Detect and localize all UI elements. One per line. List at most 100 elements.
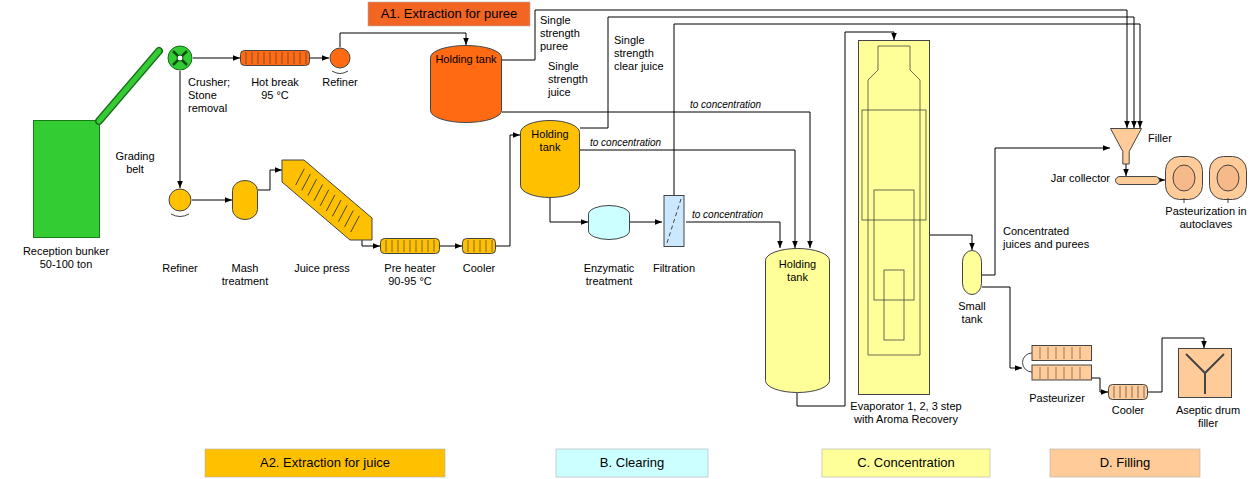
crusher: Crusher; Stone removal bbox=[167, 45, 193, 71]
shape-detail bbox=[345, 211, 354, 227]
shape-detail bbox=[1048, 367, 1049, 379]
heat-exchanger: Pre heater 90-95 °C bbox=[380, 238, 440, 254]
flow-arrow bbox=[362, 240, 380, 246]
small-tank: Small tank bbox=[962, 250, 982, 295]
shape-detail bbox=[246, 52, 247, 64]
shape-detail bbox=[434, 240, 435, 252]
pasteurizer: Pasteurizer bbox=[1022, 345, 1092, 387]
flow-label: to concentration bbox=[690, 99, 765, 111]
shape-detail bbox=[326, 195, 335, 211]
shape-detail bbox=[99, 51, 159, 121]
equipment-shape bbox=[1110, 128, 1142, 164]
flow-label: Single strength puree bbox=[540, 14, 600, 53]
note-label: Concentrated juices and purees bbox=[1003, 225, 1098, 251]
equipment-shape bbox=[1178, 348, 1232, 398]
shape-detail bbox=[1048, 347, 1049, 359]
shape-detail bbox=[320, 190, 329, 206]
filter: Filtration bbox=[662, 195, 686, 247]
equipment-label: Refiner bbox=[315, 76, 365, 89]
equipment-shape bbox=[329, 47, 351, 69]
shape-detail bbox=[480, 240, 481, 252]
shape-detail bbox=[314, 184, 323, 200]
equipment-label: Pre heater 90-95 °C bbox=[378, 262, 442, 288]
flow-arrow bbox=[192, 200, 232, 201]
shape-detail bbox=[1120, 386, 1121, 398]
shape-detail bbox=[264, 52, 265, 64]
flow-label: Single strength clear juice bbox=[614, 34, 670, 73]
shape-detail bbox=[392, 240, 393, 252]
shape-detail bbox=[306, 52, 307, 64]
shape-detail bbox=[288, 52, 289, 64]
shape-detail bbox=[1126, 386, 1127, 398]
shape-detail bbox=[300, 52, 301, 64]
equipment-label: Refiner bbox=[155, 262, 205, 275]
equipment-label: Aseptic drum filler bbox=[1168, 404, 1248, 430]
section-banner: D. Filling bbox=[1050, 449, 1200, 477]
section-banner: C. Concentration bbox=[822, 449, 990, 477]
shape-detail bbox=[351, 216, 360, 232]
equipment-label: Cooler bbox=[1104, 404, 1152, 417]
cooler: Cooler bbox=[1108, 384, 1148, 400]
equipment-shape bbox=[962, 250, 982, 295]
flow-arrow bbox=[1160, 180, 1165, 181]
holding-tank: Holding tank bbox=[430, 45, 502, 123]
shape-detail bbox=[296, 169, 305, 185]
equipment-label: Evaporator 1, 2, 3 step with Aroma Recov… bbox=[850, 400, 962, 426]
shape-detail bbox=[1138, 386, 1139, 398]
shape-detail bbox=[1228, 198, 1229, 203]
shape-detail bbox=[99, 51, 159, 121]
box-text: A2. Extraction for juice bbox=[207, 455, 443, 471]
flow-arrow bbox=[1126, 164, 1127, 176]
shape-detail bbox=[282, 52, 283, 64]
shape-detail bbox=[386, 240, 387, 252]
equipment-label: Juice press bbox=[292, 262, 352, 275]
cooler: Cooler bbox=[462, 238, 496, 254]
shape-detail bbox=[667, 199, 681, 243]
shape-detail bbox=[173, 51, 187, 65]
flow-arrow bbox=[686, 222, 780, 248]
shape-detail bbox=[1132, 386, 1133, 398]
box-text: B. Clearing bbox=[558, 455, 706, 471]
shape-detail bbox=[474, 240, 475, 252]
equipment-label: Pasteurizer bbox=[1018, 392, 1096, 405]
shape-detail bbox=[486, 240, 487, 252]
shape-detail bbox=[398, 240, 399, 252]
shape-detail bbox=[422, 240, 423, 252]
equipment-label: Cooler bbox=[454, 262, 504, 275]
flow-arrow bbox=[193, 58, 240, 59]
equipment-shape bbox=[588, 205, 630, 240]
equipment-label: Crusher; Stone removal bbox=[188, 76, 244, 115]
box-text: Holding tank bbox=[432, 53, 500, 66]
section-banner: A1. Extraction for puree bbox=[368, 2, 530, 26]
equipment-shape bbox=[232, 180, 258, 220]
shape-detail bbox=[1080, 347, 1081, 359]
shape-detail bbox=[1056, 367, 1057, 379]
reception-bunker: Reception bunker 50-100 ton bbox=[33, 120, 100, 238]
box-text: Holding tank bbox=[522, 128, 578, 154]
equipment-label: Filler bbox=[1148, 132, 1188, 145]
shape-detail bbox=[308, 179, 317, 195]
shape-detail bbox=[258, 52, 259, 64]
autoclave: Pasteurization in autoclaves bbox=[1165, 156, 1247, 200]
refiner: Refiner bbox=[168, 188, 192, 212]
shape-detail bbox=[294, 52, 295, 64]
evaporator: Evaporator 1, 2, 3 step with Aroma Recov… bbox=[858, 40, 930, 395]
section-banner: A2. Extraction for juice bbox=[205, 449, 445, 477]
shape-detail bbox=[468, 240, 469, 252]
flow-arrow bbox=[180, 71, 181, 188]
box-text: D. Filling bbox=[1052, 455, 1198, 471]
box-text: C. Concentration bbox=[824, 455, 988, 471]
equipment-label: Reception bunker 50-100 ton bbox=[21, 245, 111, 271]
flow-arrow bbox=[502, 10, 1127, 128]
equipment-label: Hot break 95 °C bbox=[245, 76, 305, 102]
flow-arrow bbox=[1092, 378, 1108, 392]
equipment-shape bbox=[1115, 176, 1160, 185]
shape-detail bbox=[492, 240, 493, 252]
shape-detail bbox=[416, 240, 417, 252]
holding-tank: Holding tank bbox=[765, 248, 830, 393]
equipment-shape bbox=[282, 160, 372, 240]
equipment-shape bbox=[662, 195, 686, 247]
shape-detail bbox=[270, 52, 271, 64]
flow-label: to concentration bbox=[590, 137, 665, 149]
